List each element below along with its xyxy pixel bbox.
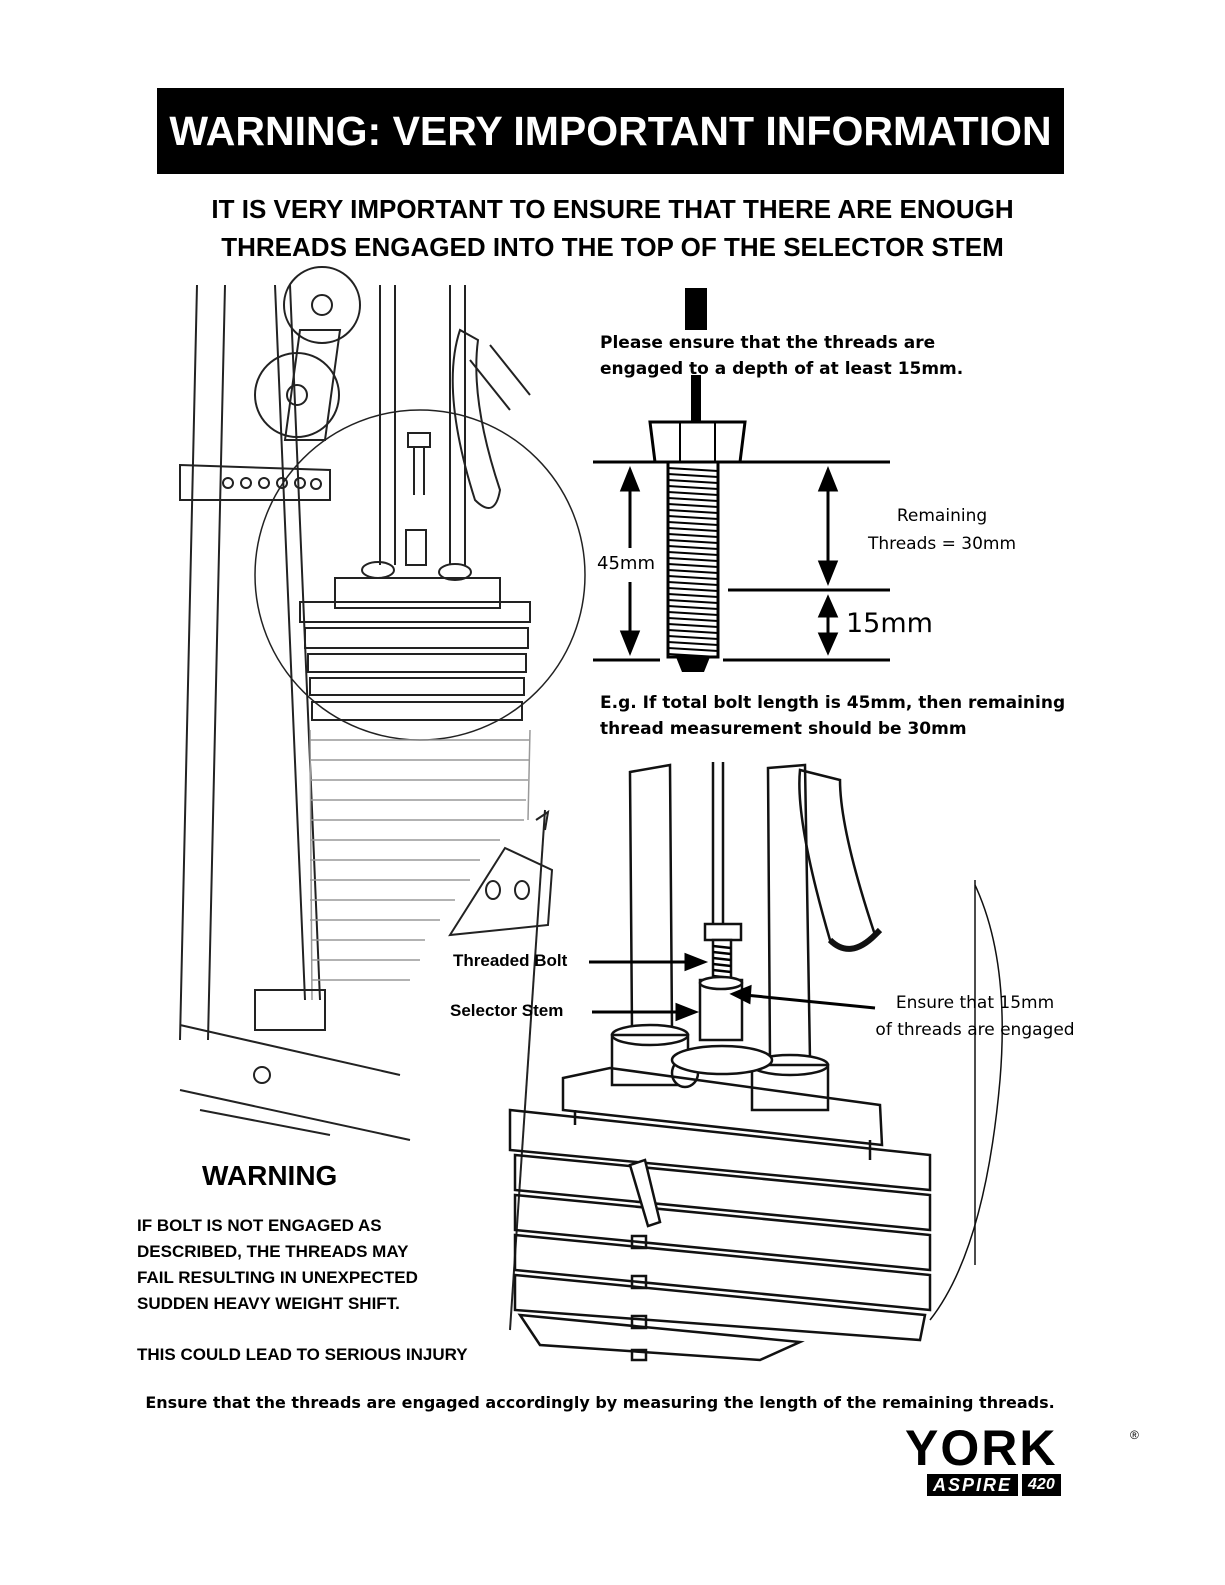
warning-line-3: FAIL RESULTING IN UNEXPECTED — [137, 1268, 418, 1287]
total-length-label: 45mm — [597, 551, 655, 576]
logo-brand: YORK — [905, 1420, 1058, 1476]
warning-title: WARNING — [202, 1160, 338, 1191]
banner-title: WARNING: VERY IMPORTANT INFORMATION — [169, 107, 1052, 154]
threaded-bolt-label: Threaded Bolt — [453, 951, 568, 970]
warning-banner: WARNING: VERY IMPORTANT INFORMATION — [157, 88, 1064, 174]
bolt-note-line-2: engaged to a depth of at least 15mm. — [600, 359, 964, 379]
warning-injury: THIS COULD LEAD TO SERIOUS INJURY — [137, 1345, 468, 1364]
machine-frame-illustration — [179, 266, 586, 1331]
ensure-engaged-label: Ensure that 15mm of threads are engaged — [866, 990, 1084, 1044]
pointer-arrows — [589, 952, 876, 1022]
warning-line-1: IF BOLT IS NOT ENGAGED AS — [137, 1216, 382, 1235]
warning-line-4: SUDDEN HEAVY WEIGHT SHIFT. — [137, 1294, 400, 1313]
logo-number: 420 — [1022, 1474, 1061, 1496]
ensure-line-2: of threads are engaged — [875, 1020, 1075, 1040]
york-aspire-logo: YORK ® ASPIRE 420 — [905, 1422, 1145, 1498]
ensure-line-1: Ensure that 15mm — [895, 993, 1055, 1013]
warning-line-2: DESCRIBED, THE THREADS MAY — [137, 1242, 409, 1261]
example-note: E.g. If total bolt length is 45mm, then … — [600, 690, 1065, 742]
logo-model-badge: ASPIRE 420 — [927, 1474, 1061, 1496]
remaining-threads-label: Remaining Threads = 30mm — [858, 502, 1026, 558]
subtitle-line-1: IT IS VERY IMPORTANT TO ENSURE THAT THER… — [211, 194, 1014, 224]
remaining-label-line-2: Threads = 30mm — [867, 534, 1017, 554]
subtitle-line-2: THREADS ENGAGED INTO THE TOP OF THE SELE… — [221, 232, 1004, 262]
warning-body: IF BOLT IS NOT ENGAGED AS DESCRIBED, THE… — [137, 1213, 418, 1317]
bolt-note-line-1: Please ensure that the threads are — [600, 333, 936, 353]
bolt-dimension-diagram — [593, 288, 890, 672]
bolt-note: Please ensure that the threads are engag… — [600, 330, 963, 382]
example-line-1: E.g. If total bolt length is 45mm, then … — [600, 693, 1066, 713]
engaged-length-label: 15mm — [846, 608, 933, 639]
logo-model: ASPIRE — [927, 1474, 1019, 1496]
selector-stem-label: Selector Stem — [450, 1001, 564, 1020]
subtitle: IT IS VERY IMPORTANT TO ENSURE THAT THER… — [120, 190, 1105, 266]
footer-instruction: Ensure that the threads are engaged acco… — [145, 1393, 1055, 1412]
remaining-label-line-1: Remaining — [896, 506, 988, 526]
logo-registered-mark: ® — [1130, 1428, 1139, 1442]
example-line-2: thread measurement should be 30mm — [600, 719, 967, 739]
weight-stack-closeup-illustration — [508, 762, 1003, 1362]
